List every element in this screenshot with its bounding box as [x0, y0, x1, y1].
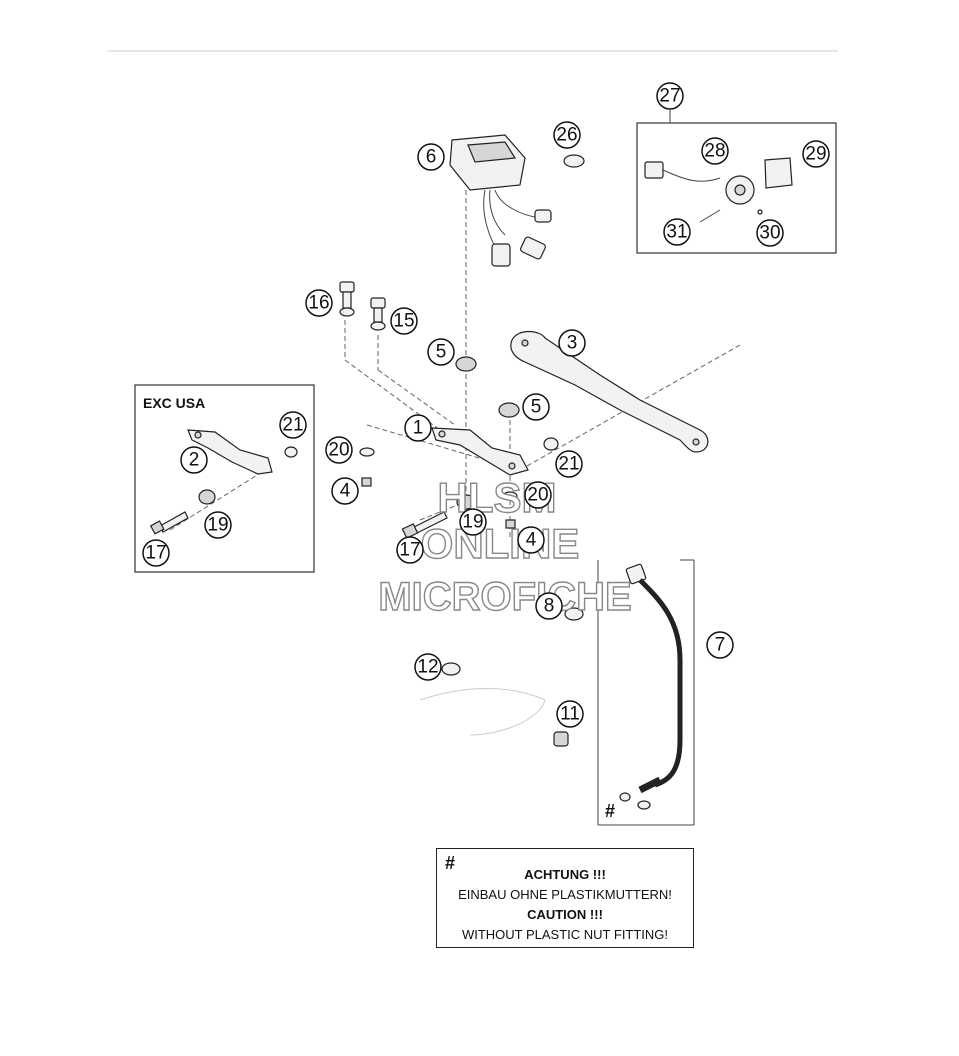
svg-text:21: 21	[558, 454, 579, 475]
watermark-line-2: ONLINE	[421, 520, 580, 567]
callout-3: 3	[558, 329, 586, 357]
part-bolt-17	[401, 511, 448, 539]
callout-19a: 19	[204, 511, 232, 539]
callout-30: 30	[756, 219, 784, 247]
svg-text:7: 7	[715, 635, 726, 656]
part-nut-4b	[505, 519, 516, 529]
callout-17a: 17	[142, 539, 170, 567]
part-spacer-21	[543, 437, 559, 451]
svg-text:27: 27	[659, 86, 680, 107]
callout-21a: 21	[279, 411, 307, 439]
svg-text:4: 4	[340, 481, 351, 502]
svg-text:28: 28	[704, 141, 725, 162]
notice-hash: #	[445, 853, 456, 873]
svg-text:30: 30	[759, 223, 780, 244]
hash-mark: #	[605, 801, 615, 821]
callout-2: 2	[180, 446, 208, 474]
part-sleeve-11	[553, 731, 569, 747]
svg-text:29: 29	[805, 144, 826, 165]
callout-31: 31	[663, 218, 691, 246]
notice-line-german: EINBAU OHNE PLASTIKMUTTERN!	[458, 887, 672, 902]
part-stud-16	[339, 281, 355, 317]
svg-text:5: 5	[436, 342, 447, 363]
notice-line-achtung: ACHTUNG !!!	[524, 867, 606, 882]
part-grommet-5a	[455, 356, 477, 372]
callout-17b: 17	[396, 536, 424, 564]
box-switch-assembly	[636, 110, 837, 254]
svg-text:26: 26	[556, 125, 577, 146]
notice-line-caution: CAUTION !!!	[527, 907, 603, 922]
callout-12: 12	[414, 653, 442, 681]
inset-exc-usa	[134, 384, 315, 573]
faint-hub-outline	[419, 687, 546, 736]
svg-text:1: 1	[413, 418, 424, 439]
svg-text:20: 20	[328, 440, 349, 461]
part-bracket-1	[431, 427, 529, 476]
svg-text:4: 4	[526, 530, 537, 551]
callout-19b: 19	[459, 508, 487, 536]
part-display-unit	[449, 134, 552, 267]
callout-5a: 5	[427, 338, 455, 366]
callout-6: 6	[417, 143, 445, 171]
svg-text:19: 19	[207, 515, 228, 536]
svg-text:17: 17	[145, 543, 166, 564]
callout-11: 11	[556, 700, 584, 728]
callout-20b: 20	[524, 481, 552, 509]
svg-text:16: 16	[308, 293, 329, 314]
callout-16: 16	[305, 289, 333, 317]
notice-line-english: WITHOUT PLASTIC NUT FITTING!	[461, 927, 669, 942]
svg-text:31: 31	[666, 222, 687, 243]
svg-text:8: 8	[544, 596, 555, 617]
callout-8: 8	[535, 592, 563, 620]
svg-text:19: 19	[462, 512, 483, 533]
callout-29: 29	[802, 140, 830, 168]
svg-text:6: 6	[426, 147, 437, 168]
part-washer-20b	[502, 491, 518, 501]
part-washer-20	[359, 447, 375, 457]
svg-text:2: 2	[189, 450, 200, 471]
part-ring-26	[563, 154, 585, 168]
part-grommet-5b	[498, 402, 520, 418]
svg-text:12: 12	[417, 657, 438, 678]
callout-7: 7	[706, 631, 734, 659]
part-nut-4	[361, 477, 372, 487]
part-ring-12	[441, 662, 461, 676]
watermark-line-3: MICROFICHE	[378, 575, 631, 619]
svg-text:21: 21	[282, 415, 303, 436]
callout-20a: 20	[325, 436, 353, 464]
part-bushing-19	[456, 494, 476, 510]
callout-26: 26	[553, 121, 581, 149]
callout-5b: 5	[522, 393, 550, 421]
svg-text:11: 11	[560, 704, 580, 725]
callout-21b: 21	[555, 450, 583, 478]
part-stud-15	[370, 297, 386, 331]
caution-notice: # ACHTUNG !!! EINBAU OHNE PLASTIKMUTTERN…	[436, 848, 694, 948]
callout-28: 28	[701, 137, 729, 165]
inset-title: EXC USA	[143, 395, 205, 411]
part-bracket-3	[510, 330, 709, 453]
callout-4b: 4	[517, 526, 545, 554]
callout-15: 15	[390, 307, 418, 335]
svg-text:5: 5	[531, 397, 542, 418]
part-nut-8	[564, 607, 584, 621]
callout-1: 1	[404, 414, 432, 442]
callout-27: 27	[656, 82, 684, 110]
part-cable-7	[597, 559, 695, 826]
svg-text:15: 15	[393, 311, 414, 332]
svg-text:20: 20	[527, 485, 548, 506]
svg-text:17: 17	[399, 540, 420, 561]
callout-4a: 4	[331, 477, 359, 505]
svg-text:3: 3	[567, 333, 578, 354]
